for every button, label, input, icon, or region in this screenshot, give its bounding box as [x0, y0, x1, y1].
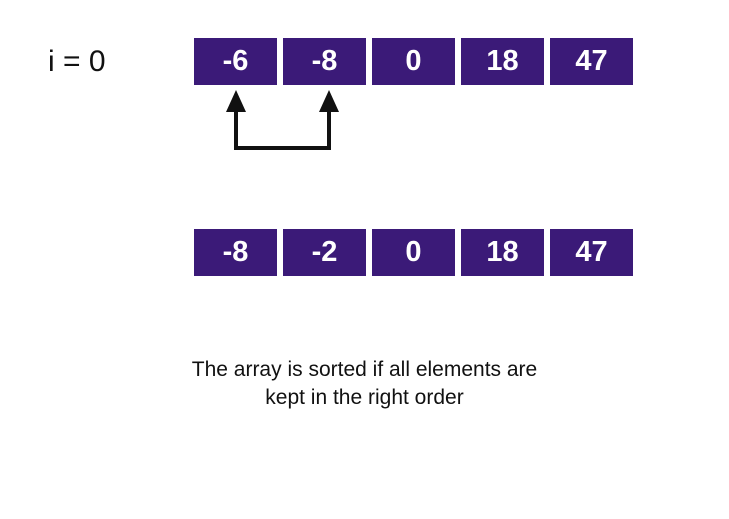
arrowhead-left	[226, 90, 246, 112]
array-cell: 0	[372, 38, 455, 85]
array-cell: -2	[283, 229, 366, 276]
caption: The array is sorted if all elements are …	[0, 356, 729, 412]
array-cell: 18	[461, 38, 544, 85]
caption-line-2: kept in the right order	[265, 386, 464, 409]
array-cell: -8	[283, 38, 366, 85]
array-cell: 47	[550, 38, 633, 85]
array-cell: -6	[194, 38, 277, 85]
iteration-label: i = 0	[48, 45, 106, 78]
arrowhead-right	[319, 90, 339, 112]
caption-line-1: The array is sorted if all elements are	[191, 358, 538, 381]
array-cell: -8	[194, 229, 277, 276]
array-cell: 0	[372, 229, 455, 276]
array-cell: 47	[550, 229, 633, 276]
swap-arrow-connector	[234, 110, 331, 150]
array-before: -6 -8 0 18 47	[194, 38, 633, 85]
array-cell: 18	[461, 229, 544, 276]
array-after: -8 -2 0 18 47	[194, 229, 633, 276]
